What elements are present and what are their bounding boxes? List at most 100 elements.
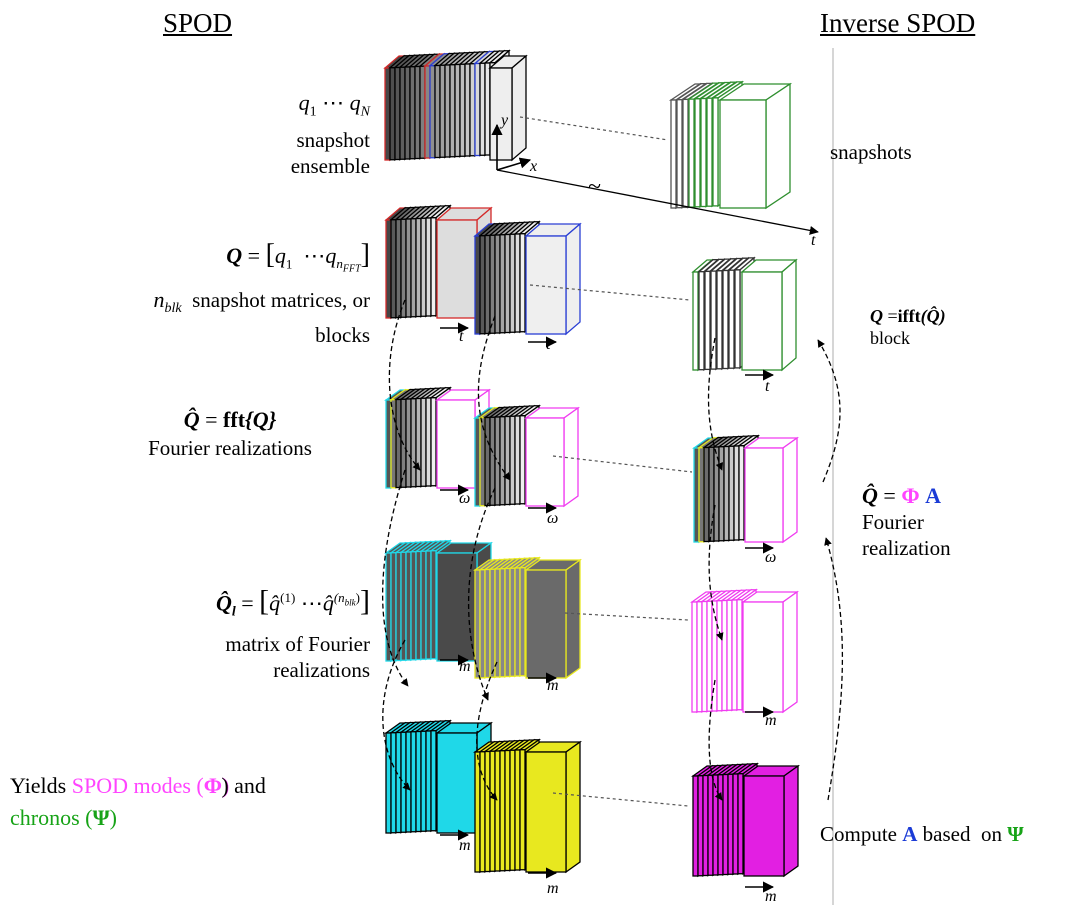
slab-face xyxy=(410,551,417,661)
slab-face xyxy=(436,219,478,319)
dashed-flow-arrow xyxy=(467,487,496,701)
m-axis-label: m xyxy=(459,658,471,675)
slab-face xyxy=(395,218,402,319)
slab-face xyxy=(384,67,391,161)
subscript-1: 1 xyxy=(309,104,317,120)
snapshot-range: q1 ⋯ qN xyxy=(230,88,370,127)
matrix-yellow-stack xyxy=(472,556,542,680)
slab-face xyxy=(706,97,713,207)
blocks-text: blocks xyxy=(315,323,370,348)
slab-face xyxy=(692,775,699,877)
slab-face xyxy=(484,62,491,156)
slab-side xyxy=(783,764,799,878)
chronos-text: chronos ( xyxy=(10,805,93,830)
dashed-flow-arrow xyxy=(708,679,723,801)
slab-face xyxy=(712,774,719,876)
slab-face xyxy=(405,218,412,318)
slab-face xyxy=(698,447,705,543)
slab-face xyxy=(722,269,729,370)
slab-face xyxy=(708,446,715,542)
slab-side xyxy=(565,740,581,874)
slab-face xyxy=(716,270,723,370)
dashed-flow-arrow xyxy=(382,639,411,791)
ellipsis: ⋯ xyxy=(300,590,323,616)
snapshots-last-face xyxy=(717,82,793,210)
dashed-flow-arrow xyxy=(477,315,511,481)
q1-symbol: q xyxy=(274,243,286,268)
slab-face xyxy=(385,219,392,319)
ifft-label: Q =ifft(Q̂) block xyxy=(870,305,946,349)
slab-face xyxy=(519,233,526,333)
dotted-connector xyxy=(564,612,689,621)
nblk-symbol: n xyxy=(153,286,165,312)
slab-face xyxy=(742,601,784,713)
slab-face xyxy=(682,98,689,209)
yields-label: Yields SPOD modes (Φ)) and chronos (Ψ) xyxy=(10,773,266,830)
superscript-n: (n xyxy=(333,590,345,605)
slab-face xyxy=(420,217,427,317)
slab-face xyxy=(736,599,743,711)
slab-face xyxy=(691,601,698,713)
snapshot-matrices-text: snapshot matrices, or xyxy=(192,287,370,312)
slab-face xyxy=(414,65,421,160)
snapshot-text: snapshot xyxy=(296,128,371,153)
slab-face xyxy=(703,446,710,543)
slab-face xyxy=(429,65,436,159)
slab-side xyxy=(781,258,797,372)
slab-face xyxy=(726,599,733,711)
slab-face xyxy=(734,269,741,369)
slab-face xyxy=(702,774,709,877)
slab-face xyxy=(732,773,739,875)
slab-face xyxy=(479,235,486,335)
slab-face xyxy=(744,447,784,543)
slab-face xyxy=(415,730,422,833)
dashed-up-arrow xyxy=(817,339,841,483)
inverse-spod-header: Inverse SPOD xyxy=(820,8,976,38)
A-symbol: A xyxy=(902,822,918,846)
fourier-matrix-label: Q̂l = [q̂(1) ⋯q̂(nblk)] matrix of Fourie… xyxy=(110,580,370,683)
slab-face xyxy=(717,774,724,876)
slab-face xyxy=(479,751,486,873)
slab-face xyxy=(459,63,466,157)
dotted-connector xyxy=(519,116,669,141)
slab-face xyxy=(525,569,567,679)
slab-face xyxy=(706,600,713,712)
slab-face xyxy=(494,568,501,678)
slab-face xyxy=(405,398,412,488)
slab-face xyxy=(474,417,481,507)
slab-face xyxy=(425,550,432,660)
slab-face xyxy=(504,415,511,506)
snapshot-ensemble-label: q1 ⋯ qN snapshot ensemble xyxy=(230,88,370,179)
slab-face xyxy=(420,550,427,660)
phi-symbol: Φ xyxy=(901,483,920,508)
slab-face xyxy=(444,64,451,158)
omega-axis-label: ω xyxy=(765,549,777,566)
slab-face xyxy=(474,751,481,873)
slab-face xyxy=(430,550,437,660)
t-axis-label: t xyxy=(546,336,551,353)
slab-face xyxy=(697,775,704,877)
equals: = xyxy=(205,407,224,432)
t-axis-label: t xyxy=(459,328,464,345)
ensemble-text: ensemble xyxy=(290,154,370,179)
slab-face xyxy=(504,233,511,334)
spod-header: SPOD xyxy=(163,8,233,38)
dashed-flow-arrow xyxy=(381,469,409,687)
slab-face xyxy=(484,568,491,679)
slab-face xyxy=(499,568,506,678)
subscript-fft: FFT xyxy=(342,263,361,275)
fourier-inverse-last-face xyxy=(742,436,800,544)
block-2-last-face xyxy=(524,222,582,336)
m-axis-label: m xyxy=(547,677,559,694)
slab-side xyxy=(565,558,581,680)
snapshot-last-face xyxy=(488,54,528,162)
slab-face xyxy=(743,775,785,877)
slab-face xyxy=(738,445,745,541)
slab-face xyxy=(395,398,402,489)
slab-face xyxy=(514,415,521,505)
t-axis-label: t xyxy=(765,378,770,395)
superscript-blk: blk xyxy=(344,597,356,608)
dotted-connector xyxy=(552,455,693,473)
slab-face xyxy=(479,569,486,679)
